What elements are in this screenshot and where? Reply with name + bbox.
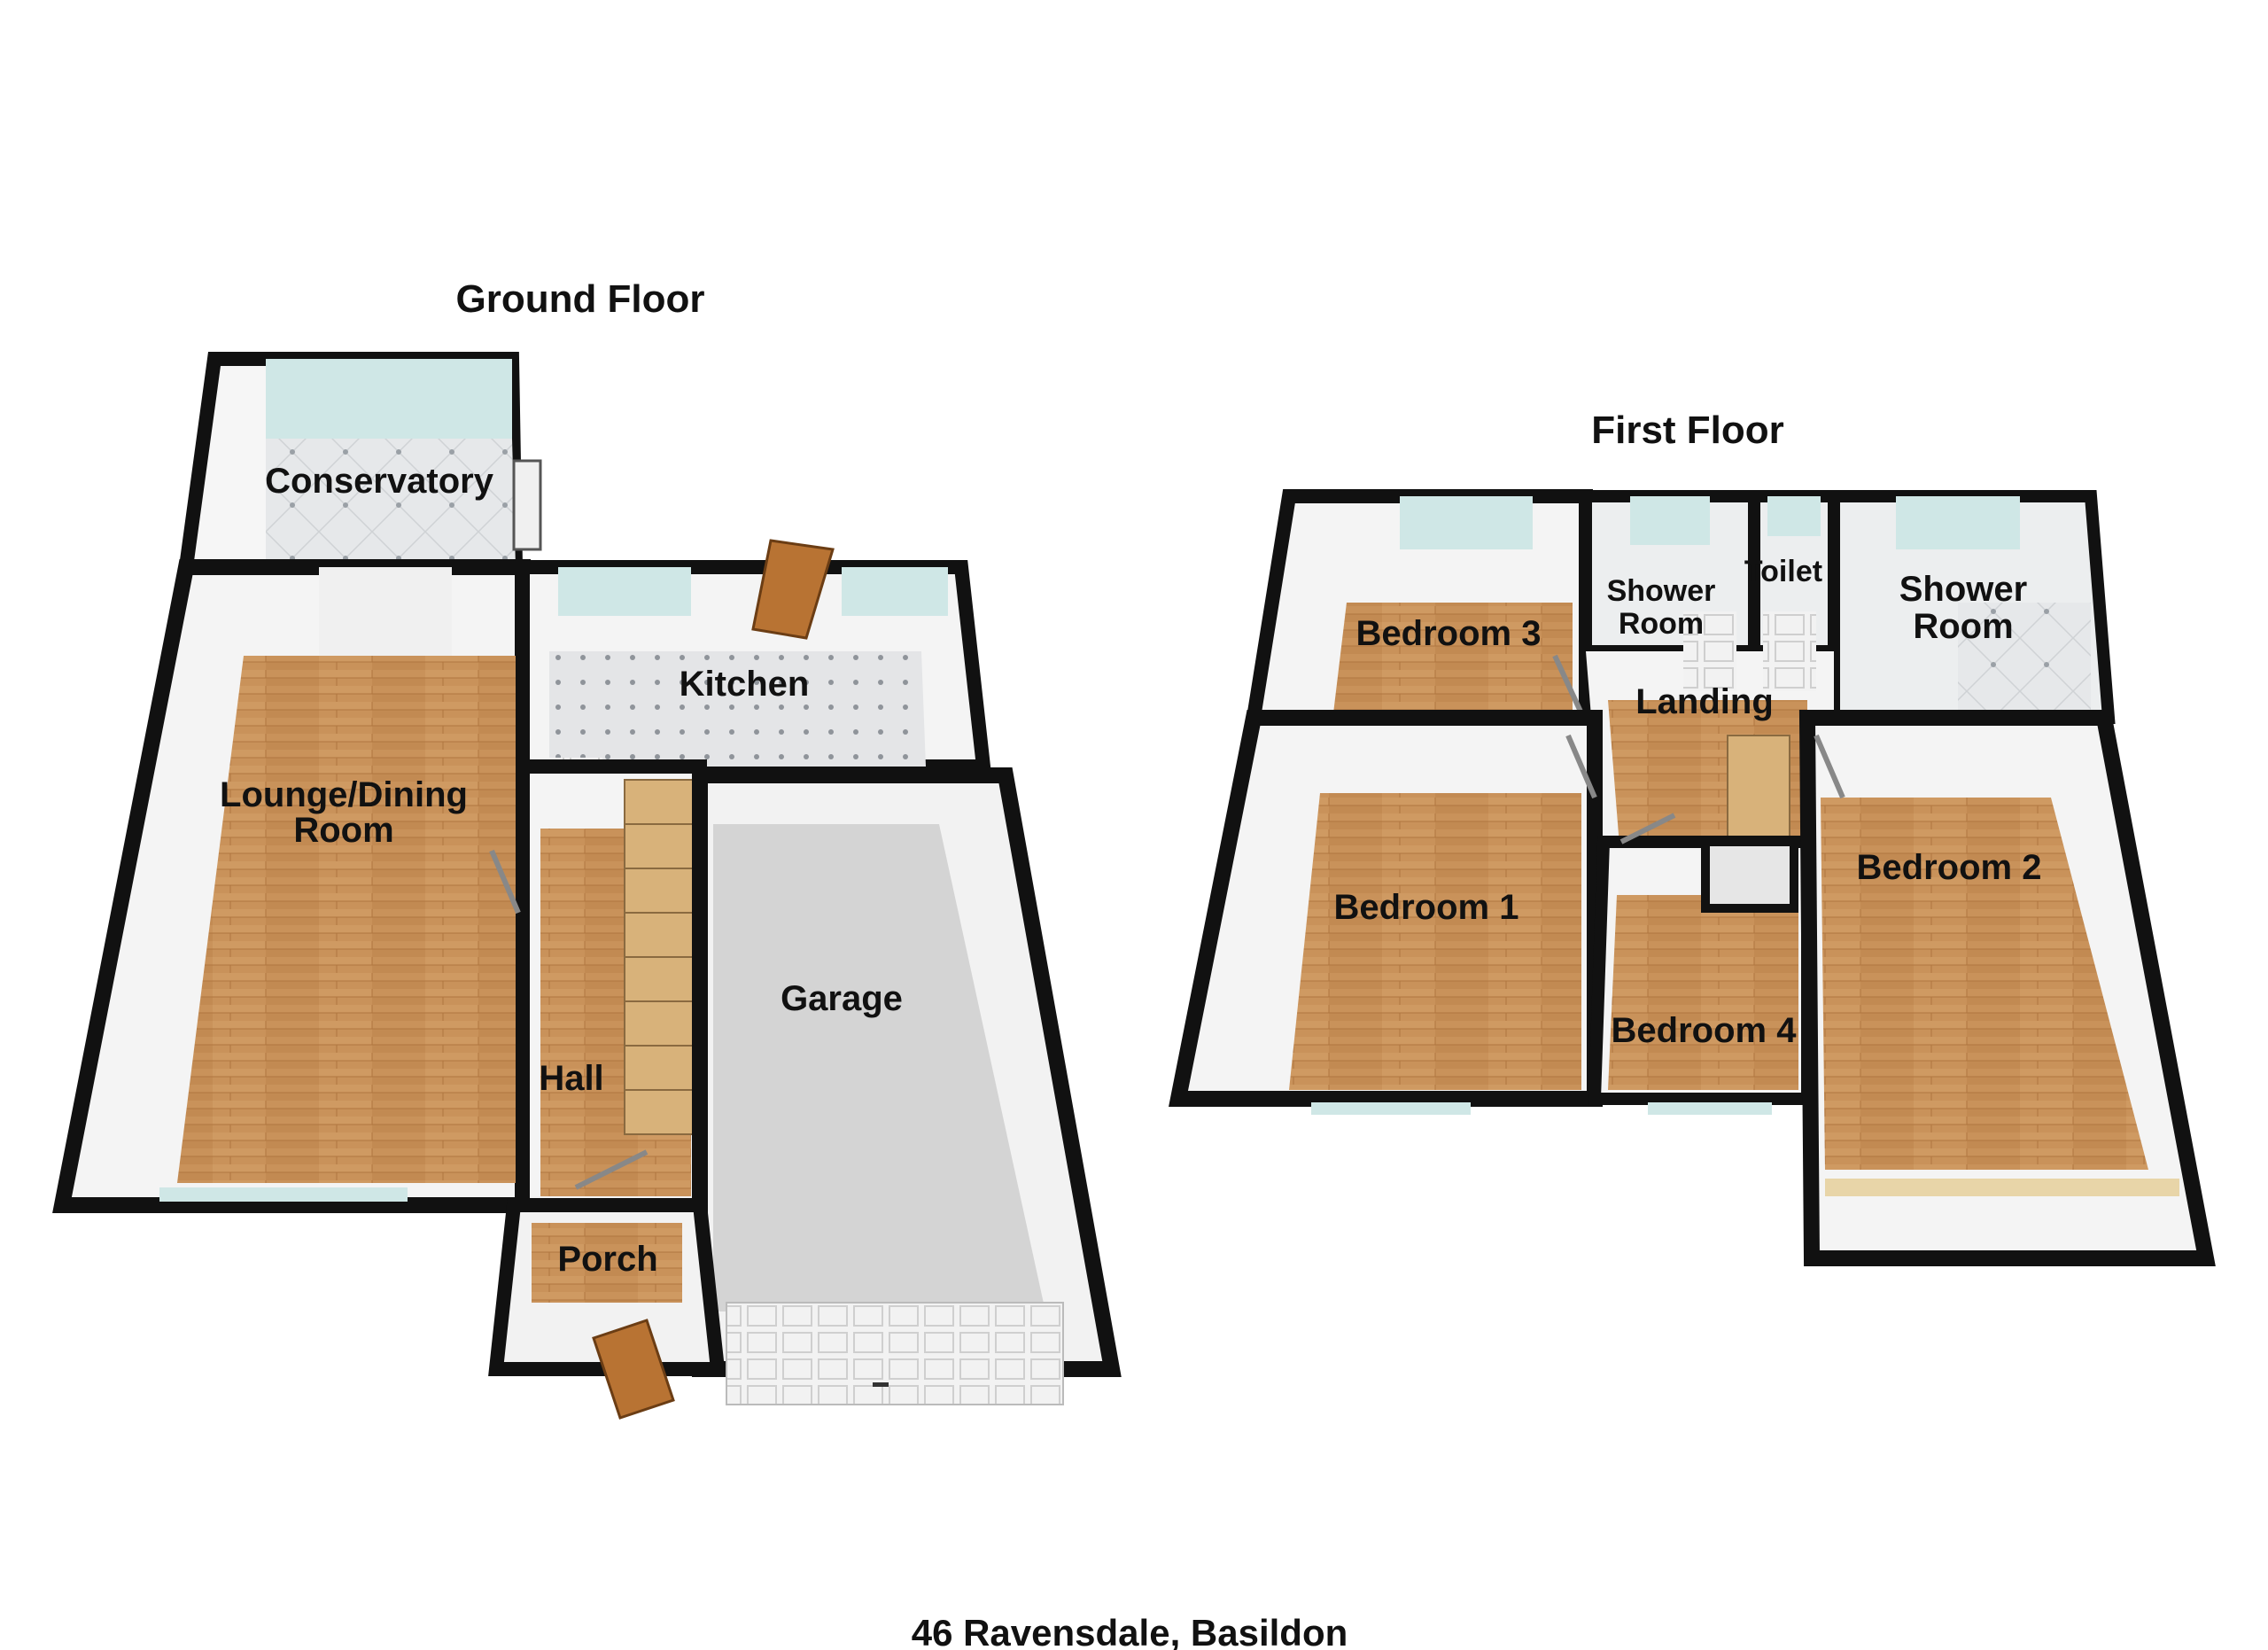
bedroom-2-room bbox=[1798, 710, 2216, 1266]
property-address: 46 Ravensdale, Basildon bbox=[912, 1612, 1348, 1650]
cupboard bbox=[1701, 837, 1798, 913]
landing-door-2 bbox=[1763, 611, 1816, 691]
garage-door bbox=[726, 1302, 1064, 1405]
room-label-toilet: Toilet bbox=[1744, 555, 1822, 588]
lounge-opening bbox=[319, 567, 452, 656]
bedroom-4-room bbox=[1588, 813, 1814, 1115]
shower-room-b-window bbox=[1896, 496, 2020, 549]
room-label-shower-room-a-line2: Room bbox=[1619, 607, 1704, 641]
room-label-bedroom-2: Bedroom 2 bbox=[1857, 848, 2042, 887]
kitchen-room bbox=[516, 539, 991, 829]
bedroom-2-door bbox=[1814, 734, 1845, 799]
bedroom-3-room bbox=[1245, 489, 1593, 725]
bedroom-4-door bbox=[1619, 813, 1676, 844]
garage-room bbox=[692, 767, 1122, 1405]
first-floor-title: First Floor bbox=[1591, 409, 1784, 452]
lounge-door bbox=[489, 849, 521, 915]
bedroom-3-window bbox=[1400, 496, 1533, 549]
shower-room-a-window bbox=[1630, 496, 1710, 545]
room-label-landing: Landing bbox=[1635, 682, 1774, 721]
ground-floor: Ground Floor Conservatory Lounge/Dining … bbox=[52, 277, 1122, 1420]
room-label-bedroom-1: Bedroom 1 bbox=[1334, 888, 1519, 927]
landing-area bbox=[1586, 611, 1834, 868]
room-label-conservatory: Conservatory bbox=[265, 462, 494, 501]
first-floor: First Floor Bedroom 3 Shower Room Toilet… bbox=[1169, 409, 2216, 1266]
bedroom-4-window bbox=[1648, 1102, 1772, 1115]
bedroom-1-window bbox=[1311, 1102, 1471, 1115]
room-label-lounge-line1: Lounge/Dining bbox=[220, 775, 468, 814]
kitchen-window bbox=[558, 567, 691, 616]
kitchen-window-2 bbox=[842, 567, 948, 616]
bedroom-1-door bbox=[1565, 734, 1597, 799]
room-label-kitchen: Kitchen bbox=[680, 665, 810, 704]
room-label-bedroom-3: Bedroom 3 bbox=[1356, 614, 1542, 653]
ground-floor-title: Ground Floor bbox=[455, 277, 704, 321]
room-label-shower-room-a-line1: Shower bbox=[1607, 574, 1716, 608]
garage-door-handle bbox=[873, 1382, 889, 1387]
toilet-window bbox=[1767, 496, 1821, 536]
porch-room bbox=[488, 1198, 726, 1420]
conservatory-window bbox=[266, 359, 512, 439]
room-label-garage: Garage bbox=[781, 979, 903, 1018]
room-label-lounge-line2: Room bbox=[293, 811, 393, 850]
staircase bbox=[624, 779, 696, 1135]
front-door bbox=[592, 1319, 675, 1420]
wardrobe bbox=[1825, 1179, 2179, 1196]
lounge-dining-room bbox=[52, 559, 531, 1213]
bedroom-3-door bbox=[1552, 654, 1584, 715]
room-label-porch: Porch bbox=[557, 1240, 657, 1279]
hall-porch-door bbox=[574, 1149, 649, 1190]
room-label-bedroom-4: Bedroom 4 bbox=[1612, 1011, 1798, 1050]
conservatory-door bbox=[512, 459, 542, 551]
first-floor-stairs bbox=[1727, 735, 1790, 843]
kitchen-back-door bbox=[751, 539, 835, 640]
lounge-window bbox=[159, 1187, 408, 1202]
landing-door-1 bbox=[1683, 611, 1736, 691]
room-label-shower-room-b-line1: Shower bbox=[1899, 570, 2027, 609]
room-label-hall: Hall bbox=[539, 1059, 603, 1098]
room-label-shower-room-b-line2: Room bbox=[1913, 607, 2013, 646]
hall-room bbox=[489, 759, 707, 1212]
bedroom-1-room bbox=[1169, 710, 1603, 1115]
